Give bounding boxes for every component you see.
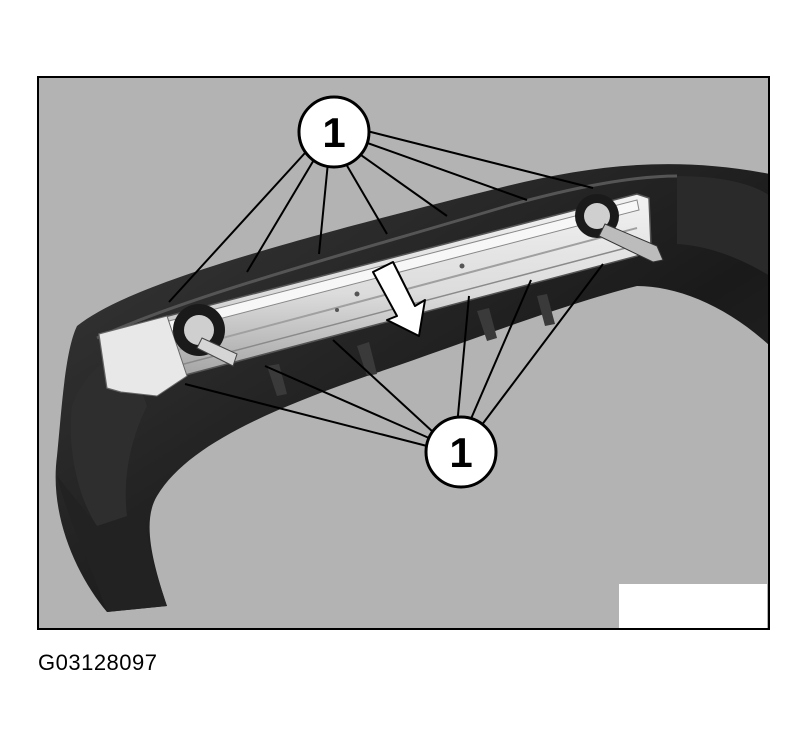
- figure-frame: 1 1: [37, 76, 770, 630]
- bumper-illustration: 1 1: [37, 76, 770, 630]
- callout-1-upper: 1: [297, 95, 371, 169]
- right-stud: [598, 223, 664, 263]
- blank-label-patch: [619, 584, 767, 628]
- bumper-highlight: [96, 174, 678, 340]
- left-stud: [196, 337, 238, 367]
- bumper-cover: [55, 164, 770, 612]
- lower-strut: [357, 342, 377, 376]
- callout-label-upper: 1: [322, 109, 345, 156]
- lower-strut: [537, 294, 555, 326]
- lower-strut: [477, 308, 497, 341]
- bumper-left-end: [57, 476, 167, 612]
- right-mount-hub: [584, 203, 610, 229]
- callout-1-lower: 1: [424, 415, 498, 489]
- bumper-inner-lip: [70, 351, 147, 526]
- left-bracket: [98, 315, 188, 397]
- lower-strut: [267, 364, 287, 396]
- lower-callout-leaders: [184, 263, 604, 447]
- rivet: [459, 263, 465, 269]
- impact-bar-groove-2: [122, 243, 642, 381]
- left-mount-hub: [184, 315, 214, 345]
- upper-callout-leaders: [168, 129, 594, 303]
- rivet: [354, 291, 360, 297]
- down-arrow-icon: [372, 261, 426, 337]
- figure-id-label: G03128097: [38, 650, 158, 675]
- callout-label-lower: 1: [449, 429, 472, 476]
- rivet: [335, 308, 339, 312]
- bumper-right-end: [677, 176, 770, 276]
- figure-border: [37, 76, 770, 630]
